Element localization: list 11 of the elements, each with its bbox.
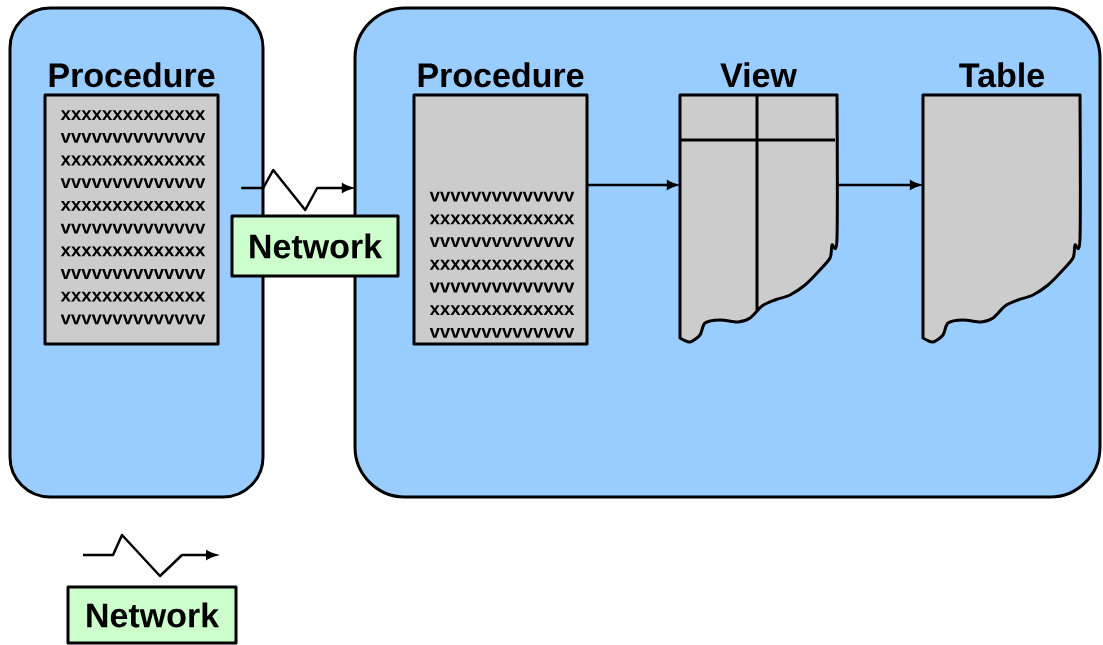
heading: View (720, 62, 797, 88)
arrow (241, 168, 353, 212)
arrow (837, 180, 921, 190)
procedure-box: xxxxxxxxxxxxxx vvvvvvvvvvvvvv xxxxxxxxxxxxxx vvvvvvvvvvvvvv xxxxxxxxxxxxxx vvvvvvvvvvvvvv xxxxxxxxxxxxxx vvvvvvvvvvvvvv xxxxxxxxxxxxxx vvvvvvvvvvvvvv (43, 93, 220, 346)
network-box: Network (230, 214, 400, 278)
heading: Procedure (418, 62, 584, 88)
network-box: Network (66, 585, 238, 645)
heading: Table (959, 62, 1044, 88)
arrow (587, 180, 678, 190)
procedure-box: vvvvvvvvvvvvvv xxxxxxxxxxxxxx vvvvvvvvvvvvvv xxxxxxxxxxxxxx vvvvvvvvvvvvvv xxxxxxxxxxxxxx vvvvvvvvvvvvvv (412, 93, 589, 346)
heading: Procedure (49, 62, 215, 88)
